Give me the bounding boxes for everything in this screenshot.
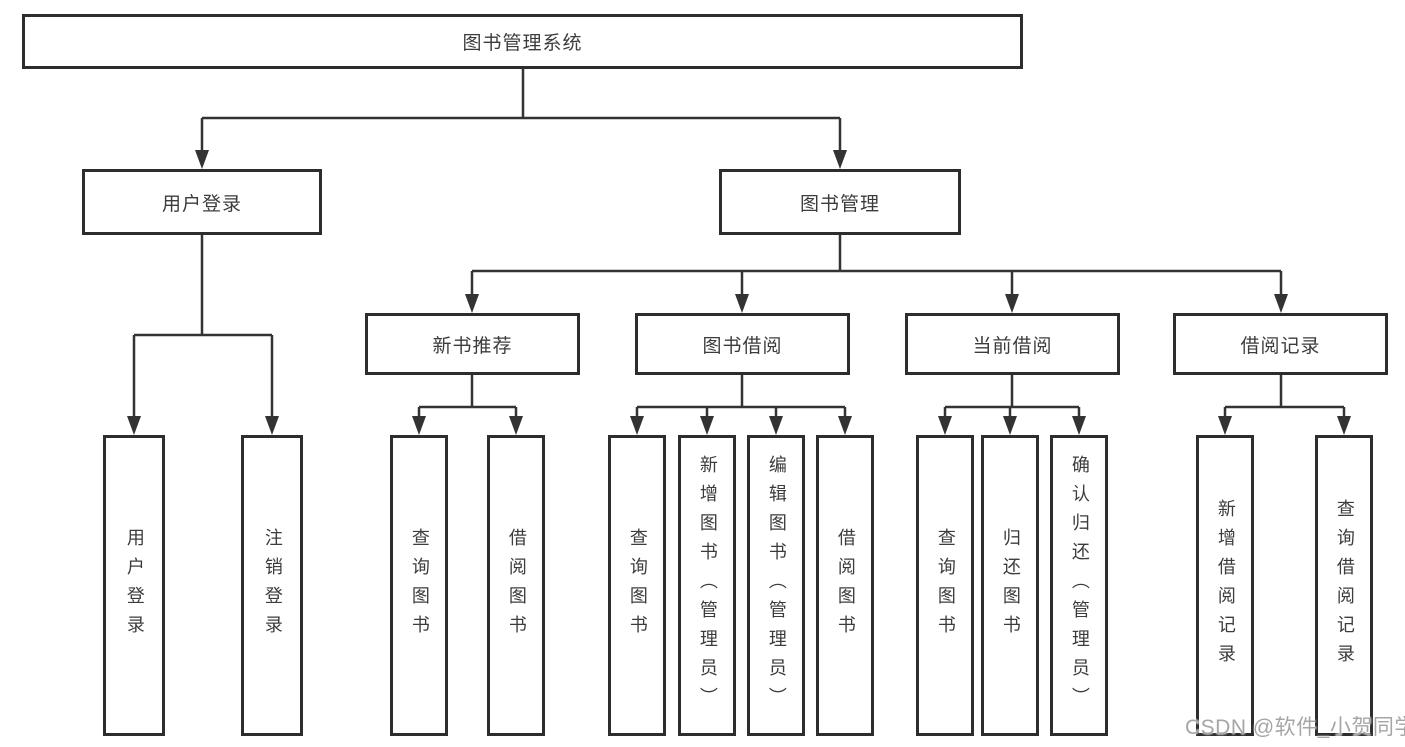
- node-book-management: 图书管理: [719, 169, 961, 235]
- leaf-borrow-books: 借阅图书: [816, 435, 874, 736]
- leaf-label: 注销登录: [262, 527, 283, 644]
- leaf-label: 归还图书: [1000, 527, 1021, 644]
- leaf-return-books: 归还图书: [981, 435, 1039, 736]
- node-label: 新书推荐: [432, 335, 513, 357]
- leaf-borrow-books: 借阅图书: [487, 435, 545, 736]
- node-label: 图书管理系统: [462, 33, 583, 54]
- node-user-login: 用户登录: [82, 169, 322, 235]
- node-borrowing-records: 借阅记录: [1173, 313, 1388, 375]
- leaf-query-books: 查询图书: [916, 435, 974, 736]
- leaf-label: 新增图书（管理员）: [697, 455, 718, 716]
- node-label: 图书管理: [799, 193, 880, 215]
- leaf-label: 用户登录: [124, 527, 145, 644]
- node-current-borrowing: 当前借阅: [905, 313, 1120, 375]
- leaf-query-books: 查询图书: [390, 435, 448, 736]
- leaf-label: 查询借阅记录: [1334, 498, 1355, 673]
- leaf-label: 借阅图书: [835, 527, 856, 644]
- leaf-add-borrow-record: 新增借阅记录: [1196, 435, 1254, 736]
- leaf-confirm-return-admin: 确认归还（管理员）: [1050, 435, 1108, 736]
- leaf-user-login: 用户登录: [103, 435, 165, 736]
- leaf-add-books-admin: 新增图书（管理员）: [678, 435, 736, 736]
- leaf-label: 确认归还（管理员）: [1069, 455, 1090, 716]
- leaf-query-books: 查询图书: [608, 435, 666, 736]
- node-book-borrowing: 图书借阅: [635, 313, 850, 375]
- leaf-edit-books-admin: 编辑图书（管理员）: [747, 435, 805, 736]
- leaf-label: 查询图书: [935, 527, 956, 644]
- node-label: 用户登录: [161, 193, 242, 215]
- node-library-management-system: 图书管理系统: [22, 14, 1023, 69]
- leaf-label: 查询图书: [627, 527, 648, 644]
- leaf-logout: 注销登录: [241, 435, 303, 736]
- csdn-watermark: CSDN @软件_小贺同学: [1185, 716, 1405, 739]
- leaf-query-borrow-record: 查询借阅记录: [1315, 435, 1373, 736]
- node-new-book-recommendation: 新书推荐: [365, 313, 580, 375]
- leaf-label: 新增借阅记录: [1215, 498, 1236, 673]
- leaf-label: 编辑图书（管理员）: [766, 455, 787, 716]
- leaf-label: 借阅图书: [506, 527, 527, 644]
- node-label: 借阅记录: [1240, 335, 1321, 357]
- node-label: 当前借阅: [972, 335, 1053, 357]
- node-label: 图书借阅: [702, 335, 783, 357]
- leaf-label: 查询图书: [409, 527, 430, 644]
